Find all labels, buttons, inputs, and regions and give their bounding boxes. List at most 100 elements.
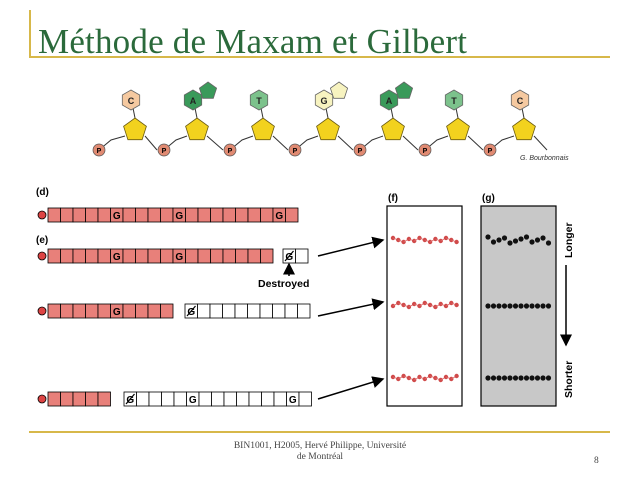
- phosphate-group: [223, 143, 237, 157]
- gel-band-dot-f: [454, 302, 459, 308]
- gel-band-dot-g: [490, 239, 497, 245]
- backbone-bond: [533, 135, 548, 151]
- phosphate-group: [483, 143, 497, 157]
- gel-band-dot-f: [433, 236, 438, 242]
- gel-band-dot-f: [454, 373, 459, 379]
- backbone-bond: [337, 135, 354, 151]
- nucleobase-ring: [249, 89, 269, 111]
- fragment-cell: [247, 207, 261, 223]
- gel-band-dot-f: [406, 375, 412, 381]
- deoxyribose-sugar: [316, 117, 340, 141]
- fragment-cell: [185, 248, 199, 264]
- fragment-cell: [72, 391, 86, 407]
- guanine-label: G: [187, 307, 195, 318]
- guanine-label: G: [175, 211, 183, 222]
- gel-band-dot-g: [523, 303, 530, 309]
- nucleobase-letter: C: [517, 96, 524, 106]
- backbone-bond: [272, 135, 289, 151]
- fragment-cell: [247, 248, 261, 264]
- phosphate-label: P: [358, 148, 363, 155]
- glycosidic-bond: [194, 107, 198, 119]
- footer-line-1: BIN1001, H2005, Hervé Philippe, Universi…: [233, 441, 407, 451]
- fragment-cell: [47, 303, 61, 319]
- fragment-end-label: [37, 306, 47, 316]
- fragment-cell: [135, 207, 149, 223]
- gel-band-dot-g: [507, 240, 513, 246]
- gel-band-dot-g: [545, 303, 552, 309]
- backbone-bond: [144, 135, 158, 151]
- fragment-cell: [235, 207, 249, 223]
- cleaved-cell: [247, 303, 261, 319]
- arrow-to-gel-2: [317, 298, 385, 317]
- deoxyribose-sugar: [512, 117, 536, 141]
- fragment-cell: [85, 248, 99, 264]
- gel-band-dot-g: [523, 375, 530, 381]
- gel-band-dot-g: [540, 375, 546, 381]
- cleaved-cell: [259, 303, 273, 319]
- nucleobase-letter: T: [256, 96, 262, 106]
- fragment-cell: [260, 248, 274, 264]
- gel-band-dot-g: [523, 234, 530, 240]
- gel-band-dot-g: [485, 234, 491, 240]
- nucleobase-ring-2: [329, 81, 349, 99]
- panel-label-f: (f): [388, 193, 398, 204]
- gel-band-dot-g: [490, 303, 497, 309]
- phosphate-label: P: [488, 148, 493, 155]
- cleaved-cell: [234, 303, 248, 319]
- glycosidic-bond: [521, 107, 525, 119]
- cleaved-cell: [222, 303, 236, 319]
- gel-band-dot-g: [545, 240, 552, 246]
- fragment-cell: [97, 303, 111, 319]
- phosphate-group: [288, 143, 302, 157]
- gel-band-dot-f: [406, 304, 412, 310]
- fragment-cell: [60, 248, 74, 264]
- illustrator-signature: G. Bourbonnais: [520, 155, 569, 162]
- gel-band-dot-f: [433, 304, 438, 310]
- guanine-label: G: [285, 252, 293, 263]
- panel-label-g: (g): [482, 193, 495, 204]
- fragment-cell: [97, 391, 111, 407]
- fragment-end-label: [37, 210, 47, 220]
- destroyed-label: Destroyed: [258, 278, 309, 290]
- gel-band-dot-f: [427, 302, 433, 308]
- fragment-end-label: [37, 394, 47, 404]
- fragment-cell: [147, 303, 161, 319]
- gel-band-dot-g: [512, 375, 519, 381]
- gel-band-dot-g: [529, 239, 535, 245]
- gel-band-dot-g: [496, 237, 502, 243]
- nucleobase-letter: G: [320, 96, 327, 106]
- arrow-to-gel-1: [317, 236, 385, 257]
- shorter-label: Shorter: [563, 361, 575, 398]
- fragment-cell: [285, 207, 299, 223]
- glycosidic-bond: [455, 107, 459, 119]
- gel-band-dot-g: [540, 235, 546, 241]
- phosphate-label: P: [97, 148, 102, 155]
- footer-line-2: de Montréal: [296, 452, 344, 462]
- gel-band-dot-f: [406, 236, 412, 242]
- backbone-bond: [206, 135, 224, 151]
- gel-band-dot-f: [427, 239, 433, 245]
- cleaved-cell: [197, 303, 211, 319]
- guanine-label: G: [175, 252, 183, 263]
- gel-band-dot-g: [518, 303, 524, 309]
- fragment-cell: [122, 303, 136, 319]
- nucleobase-letter: T: [451, 96, 457, 106]
- cleaved-cell: [284, 303, 298, 319]
- gel-band-dot-g: [540, 303, 546, 309]
- guanine-label: G: [113, 252, 121, 263]
- gel-band-dot-g: [534, 237, 541, 243]
- guanine-label: G: [113, 307, 121, 318]
- gel-band-dot-g: [534, 303, 541, 309]
- destroyed-slash: [125, 393, 135, 405]
- phosphate-group: [157, 143, 171, 157]
- fragment-cell: [210, 248, 224, 264]
- glycosidic-bond: [390, 107, 394, 119]
- gel-band-dot-g: [512, 238, 519, 244]
- gel-band-dot-g: [507, 375, 513, 381]
- fragment-cell: [97, 207, 111, 223]
- fragment-cell: [135, 248, 149, 264]
- gel-band-dot-g: [507, 303, 513, 309]
- nucleobase-ring: [121, 89, 141, 111]
- fragment-cell: [135, 303, 149, 319]
